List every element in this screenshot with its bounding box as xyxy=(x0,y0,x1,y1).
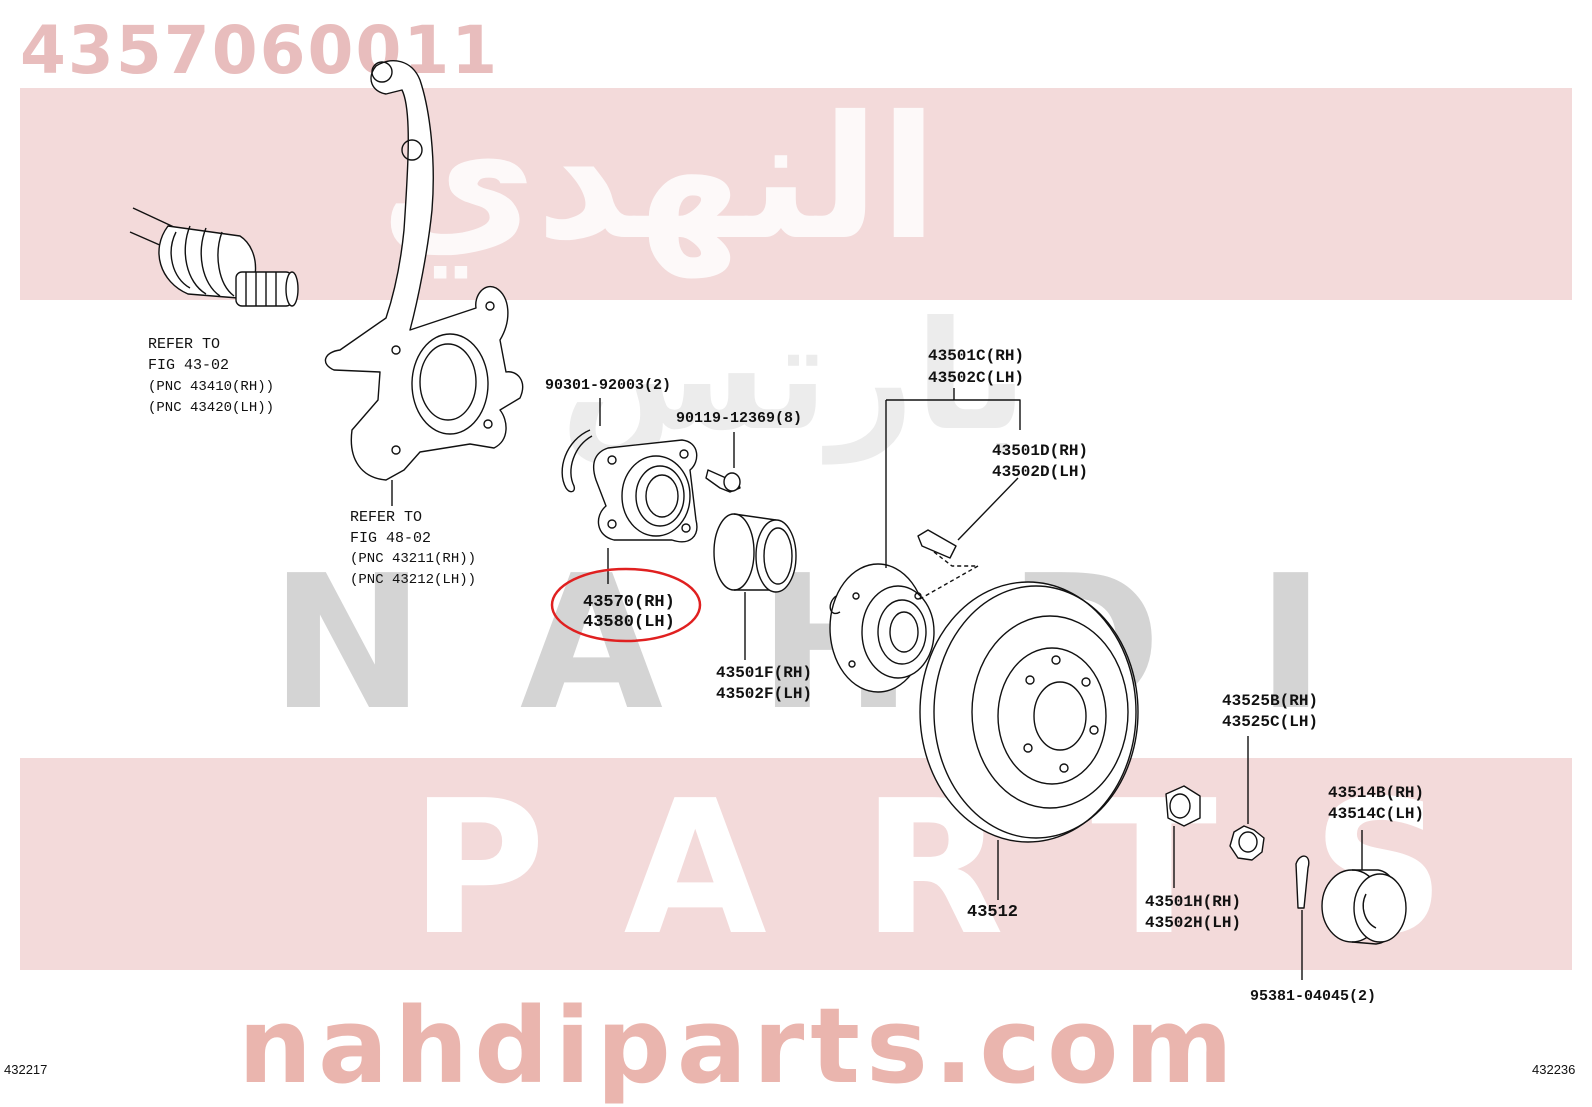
steering-knuckle-drawing xyxy=(324,60,524,506)
refer-knuckle-line3: (PNC 43211(RH)) xyxy=(350,551,477,567)
watermark-url: nahdiparts.com xyxy=(238,985,1239,1107)
watermark-arabic-mid: بارتس xyxy=(560,290,1028,464)
snap-ring-label[interactable]: 90301-92003(2) xyxy=(545,377,672,394)
bolt-label[interactable]: 90119-12369(8) xyxy=(676,410,803,427)
lock-cap-label-lh[interactable]: 43525C(LH) xyxy=(1222,713,1319,731)
refer-knuckle-line4: (PNC 43212(LH)) xyxy=(350,572,477,588)
dust-deflector-drawing xyxy=(713,513,797,660)
watermark-band-top xyxy=(20,88,1572,300)
refer-knuckle-line2: FIG 48-02 xyxy=(350,530,432,547)
watermark-band-bottom xyxy=(20,758,1572,970)
hub-nut-label-rh[interactable]: 43501H(RH) xyxy=(1145,893,1242,911)
dust-deflector-label-rh[interactable]: 43501F(RH) xyxy=(716,664,813,682)
hub-bearing-label-rh[interactable]: 43570(RH) xyxy=(583,593,675,612)
brake-disc-drawing xyxy=(919,581,1139,900)
snap-ring-drawing xyxy=(561,398,601,493)
hub-nut-label-lh[interactable]: 43502H(LH) xyxy=(1145,914,1242,932)
refer-axle-line3: (PNC 43410(RH)) xyxy=(148,379,275,395)
hub-bearing-drawing xyxy=(592,439,698,584)
refer-knuckle-line1: REFER TO xyxy=(350,509,423,526)
refer-axle-line4: (PNC 43420(LH)) xyxy=(148,400,275,416)
hub-label-lh[interactable]: 43502C(LH) xyxy=(928,369,1025,387)
hub-bolt-label-rh[interactable]: 43501D(RH) xyxy=(992,442,1089,460)
lock-cap-label-rh[interactable]: 43525B(RH) xyxy=(1222,692,1319,710)
hub-bolt-label-lh[interactable]: 43502D(LH) xyxy=(992,463,1089,481)
axle-hub-drawing xyxy=(829,388,1021,693)
grease-cap-label-lh[interactable]: 43514C(LH) xyxy=(1328,805,1425,823)
refer-axle-line2: FIG 43-02 xyxy=(148,357,230,374)
hub-label-rh[interactable]: 43501C(RH) xyxy=(928,347,1025,365)
grease-cap-label-rh[interactable]: 43514B(RH) xyxy=(1328,784,1425,802)
disc-label[interactable]: 43512 xyxy=(967,903,1019,922)
bolt-drawing xyxy=(705,432,741,493)
refer-axle-line1: REFER TO xyxy=(148,336,221,353)
lock-cap-drawing xyxy=(1229,736,1265,861)
cotter-pin-label[interactable]: 95381-04045(2) xyxy=(1250,988,1377,1005)
highlight-circle xyxy=(550,567,702,643)
dust-deflector-label-lh[interactable]: 43502F(LH) xyxy=(716,685,813,703)
grease-cap-drawing xyxy=(1321,830,1407,945)
watermark-brand-white: PARTS xyxy=(410,760,1541,976)
drive-shaft-drawing xyxy=(129,207,299,307)
footer-code-left: 432217 xyxy=(4,1062,48,1077)
watermark-brand-gray: NAHDI xyxy=(270,535,1420,751)
cotter-pin-drawing xyxy=(1295,855,1310,980)
hub-bolt-drawing xyxy=(917,477,1019,601)
hub-bearing-label-lh[interactable]: 43580(LH) xyxy=(583,613,675,632)
watermark-arabic-top: النهدي xyxy=(380,80,938,278)
footer-code-right: 432236 xyxy=(1532,1062,1576,1077)
hub-nut-drawing xyxy=(1165,785,1201,888)
